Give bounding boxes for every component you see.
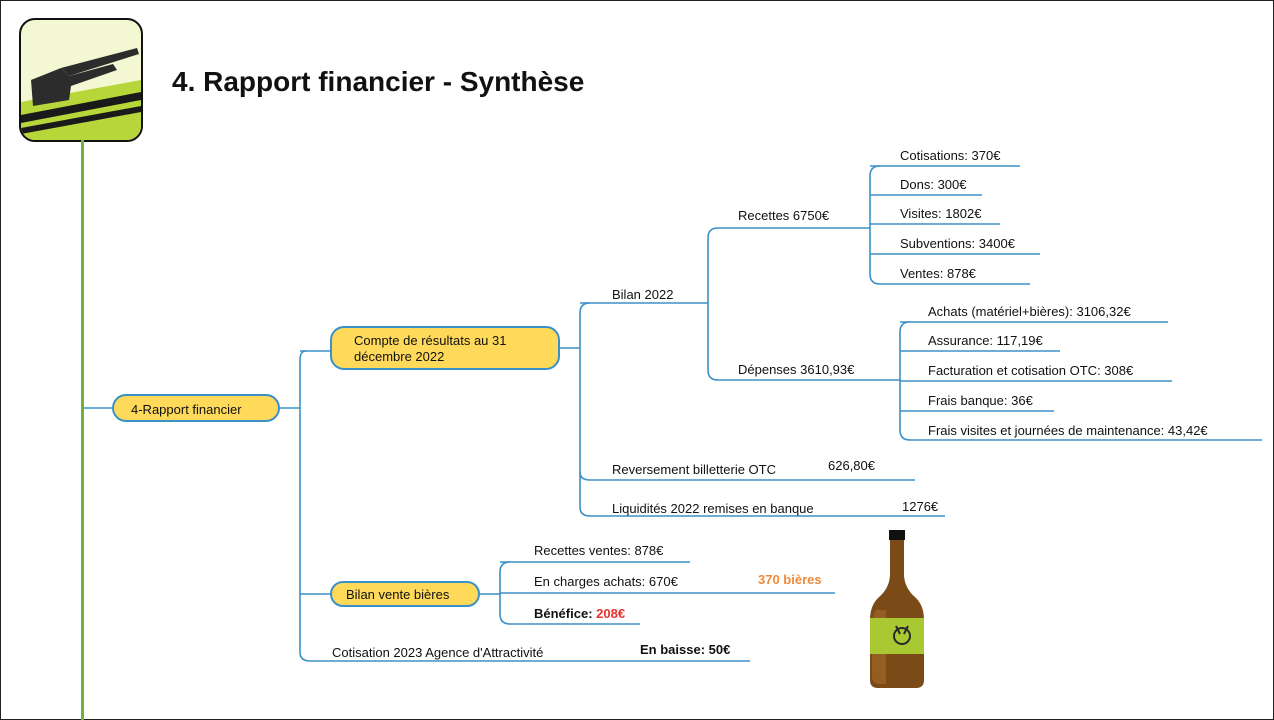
bieres-benefice[interactable]: Bénéfice: 208€ [534,606,625,621]
recettes-item[interactable]: Ventes: 878€ [900,266,976,281]
bieres-count-note: 370 bières [758,572,822,587]
liquidites-node[interactable]: Liquidités 2022 remises en banque [612,501,814,516]
depenses-node[interactable]: Dépenses 3610,93€ [738,362,855,377]
recettes-item[interactable]: Visites: 1802€ [900,206,982,221]
cannon-icon [21,48,141,140]
recettes-item[interactable]: Subventions: 3400€ [900,236,1015,251]
compte-node[interactable]: Compte de résultats au 31 décembre 2022 [330,326,560,370]
recettes-item[interactable]: Dons: 300€ [900,177,967,192]
bieres-node[interactable]: Bilan vente bières [330,581,480,607]
link-root-branches [278,350,620,662]
reversement-value: 626,80€ [828,458,875,473]
depenses-item[interactable]: Frais banque: 36€ [928,393,1033,408]
cotisation-value: En baisse: 50€ [640,642,731,657]
beer-bottle-image [870,530,924,688]
bieres-recettes[interactable]: Recettes ventes: 878€ [534,543,664,558]
compte-line2: décembre 2022 [354,349,445,364]
reversement-node[interactable]: Reversement billetterie OTC [612,462,776,477]
benefice-label: Bénéfice: [534,606,597,621]
root-node[interactable]: 4-Rapport financier [112,394,280,422]
depenses-item[interactable]: Assurance: 117,19€ [928,333,1043,348]
page-title: 4. Rapport financier - Synthèse [172,66,585,97]
benefice-value: 208€ [596,606,626,621]
depenses-item[interactable]: Frais visites et journées de maintenance… [928,423,1208,438]
depenses-item[interactable]: Facturation et cotisation OTC: 308€ [928,363,1134,378]
left-vertical-line [81,140,84,720]
cotisation-node[interactable]: Cotisation 2023 Agence d'Attractivité [332,645,544,660]
recettes-node[interactable]: Recettes 6750€ [738,208,830,223]
bilan-node[interactable]: Bilan 2022 [612,287,674,302]
liquidites-value: 1276€ [902,499,939,514]
compte-line1: Compte de résultats au 31 [354,333,507,348]
recettes-item[interactable]: Cotisations: 370€ [900,148,1001,163]
bieres-charges[interactable]: En charges achats: 670€ [534,574,678,589]
depenses-item[interactable]: Achats (matériel+bières): 3106,32€ [928,304,1131,319]
